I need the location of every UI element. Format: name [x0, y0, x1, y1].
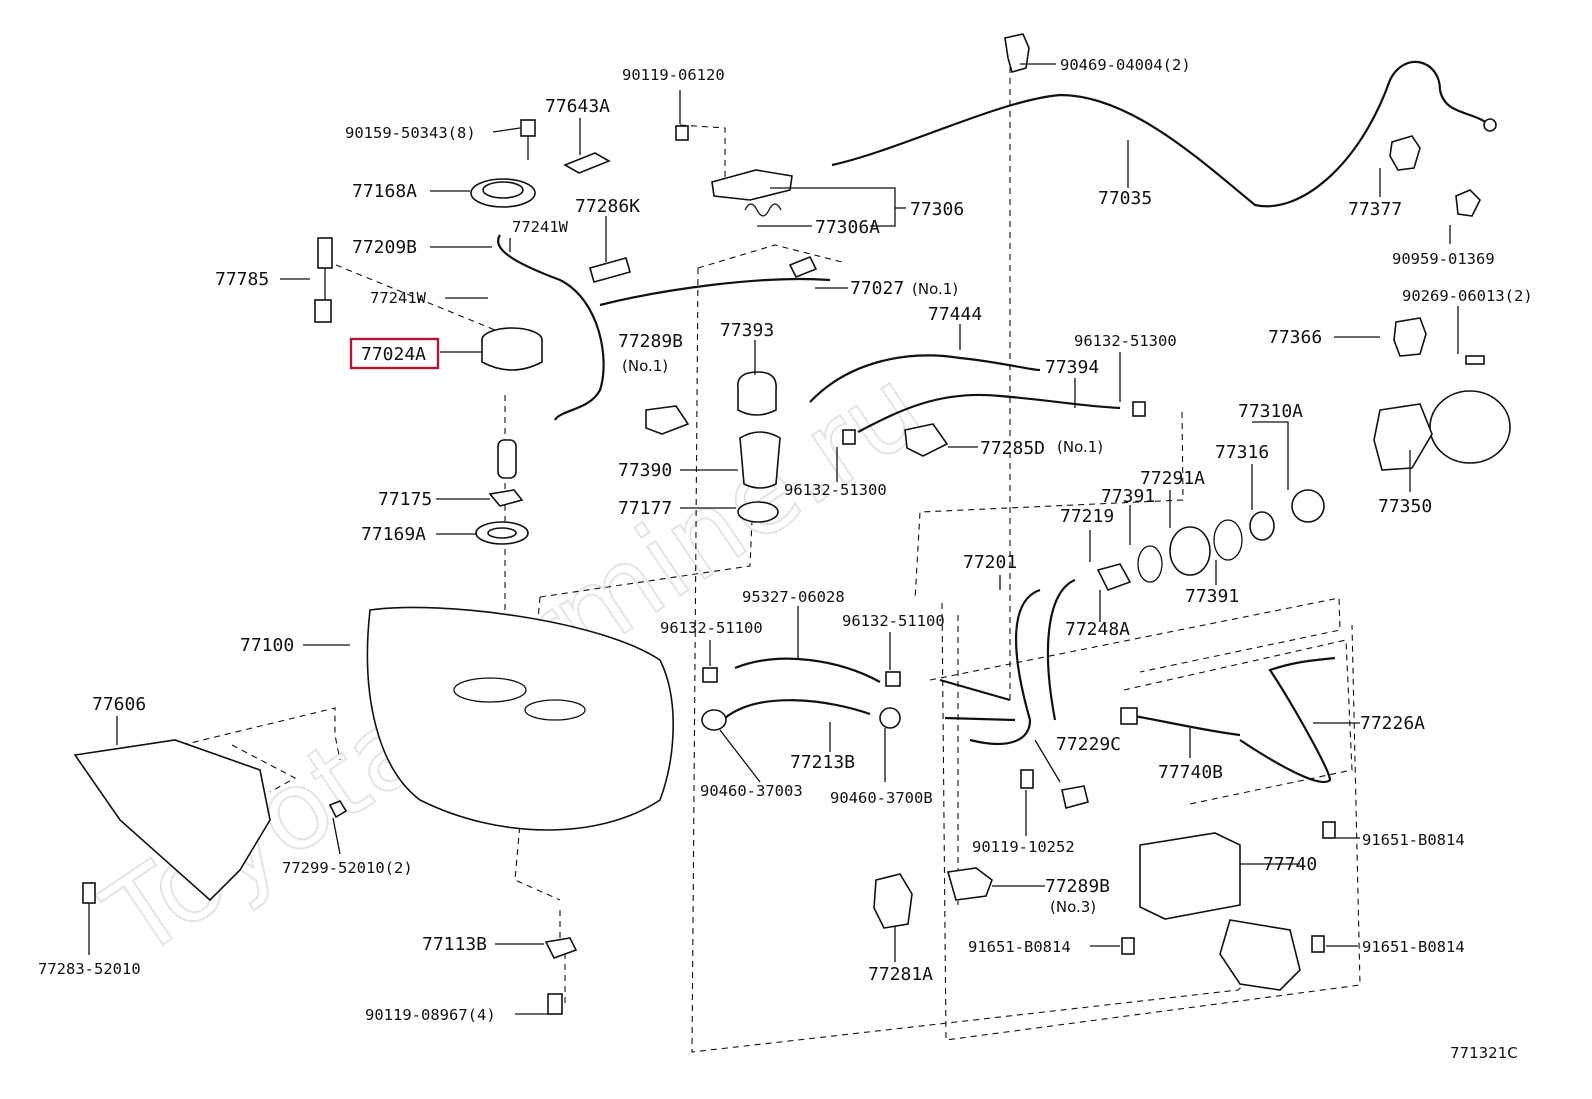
label-91651-B0814-b[interactable]: 91651-B0814 [968, 938, 1071, 956]
label-77226A[interactable]: 77226A [1360, 713, 1425, 734]
label-77444[interactable]: 77444 [928, 304, 982, 325]
label-77643A[interactable]: 77643A [545, 96, 610, 117]
label-90460-37003[interactable]: 90460-37003 [700, 782, 803, 800]
label-77310A[interactable]: 77310A [1238, 401, 1303, 422]
label-77024A[interactable]: 77024A [361, 344, 426, 365]
label-77289B-top-sub: (No.1) [622, 357, 668, 375]
label-77100[interactable]: 77100 [240, 635, 294, 656]
label-77393[interactable]: 77393 [720, 320, 774, 341]
label-90159-50343[interactable]: 90159-50343(8) [345, 124, 476, 142]
label-77281A[interactable]: 77281A [868, 964, 933, 985]
label-96132-51300[interactable]: 96132-51300 [784, 481, 887, 499]
label-77285D-sub: (No.1) [1057, 438, 1103, 456]
label-77248A[interactable]: 77248A [1065, 619, 1130, 640]
label-96132-51100-a[interactable]: 96132-51100 [660, 619, 763, 637]
label-77175[interactable]: 77175 [378, 489, 432, 510]
label-96132-51300-top[interactable]: 96132-51300 [1074, 332, 1177, 350]
label-95327-06028[interactable]: 95327-06028 [742, 588, 845, 606]
selected-part-highlight [349, 337, 440, 370]
label-90460-3700B[interactable]: 90460-3700B [830, 789, 933, 807]
label-77229C[interactable]: 77229C [1056, 734, 1121, 755]
label-77740[interactable]: 77740 [1263, 854, 1317, 875]
label-77241W[interactable]: 77241W [370, 289, 427, 307]
label-77366[interactable]: 77366 [1268, 327, 1322, 348]
leader-lines [88, 63, 1459, 1015]
diagram-code: 771321C [1450, 1044, 1518, 1062]
label-91651-B0814-a[interactable]: 91651-B0814 [1362, 831, 1465, 849]
label-90469-04004[interactable]: 90469-04004(2) [1060, 56, 1191, 74]
label-90959-01369[interactable]: 90959-01369 [1392, 250, 1495, 268]
label-77027[interactable]: 77027 [850, 278, 904, 299]
label-91651-B0814-c[interactable]: 91651-B0814 [1362, 938, 1465, 956]
label-77740B[interactable]: 77740B [1158, 762, 1223, 783]
label-96132-51100-b[interactable]: 96132-51100 [842, 612, 945, 630]
label-77391[interactable]: 77391 [1185, 586, 1239, 607]
label-77219[interactable]: 77219 [1060, 506, 1114, 527]
label-77209B[interactable]: 77209B [352, 237, 417, 258]
label-77606[interactable]: 77606 [92, 694, 146, 715]
label-77286K[interactable]: 77286K [575, 196, 640, 217]
label-77390[interactable]: 77390 [618, 460, 672, 481]
label-77283-52010[interactable]: 77283-52010 [38, 960, 141, 978]
label-77113B[interactable]: 77113B [422, 934, 487, 955]
part-labels: 90469-04004(2) 90119-06120 77643A 90159-… [38, 56, 1533, 1062]
label-77394[interactable]: 77394 [1045, 357, 1099, 378]
label-77291A[interactable]: 77291A [1140, 468, 1205, 489]
label-90269-06013[interactable]: 90269-06013(2) [1402, 287, 1533, 305]
label-77289B-sub: (No.3) [1050, 898, 1096, 916]
label-77027-sub: (No.1) [912, 280, 958, 298]
label-77169A[interactable]: 77169A [361, 524, 426, 545]
label-77391-top[interactable]: 77391 [1101, 486, 1155, 507]
label-77289B[interactable]: 77289B [1045, 876, 1110, 897]
label-77377[interactable]: 77377 [1348, 199, 1402, 220]
label-90119-10252[interactable]: 90119-10252 [972, 838, 1075, 856]
label-77213B[interactable]: 77213B [790, 752, 855, 773]
label-77177[interactable]: 77177 [618, 498, 672, 519]
label-77201[interactable]: 77201 [963, 552, 1017, 573]
label-77299-52010[interactable]: 77299-52010(2) [282, 859, 413, 877]
label-77289B-top[interactable]: 77289B [618, 331, 683, 352]
label-90119-06120[interactable]: 90119-06120 [622, 66, 725, 84]
label-77785[interactable]: 77785 [215, 269, 269, 290]
label-77350[interactable]: 77350 [1378, 496, 1432, 517]
label-77285D[interactable]: 77285D [980, 438, 1045, 459]
label-77306A[interactable]: 77306A [815, 217, 880, 238]
label-77316[interactable]: 77316 [1215, 442, 1269, 463]
label-77168A[interactable]: 77168A [352, 181, 417, 202]
label-77035[interactable]: 77035 [1098, 188, 1152, 209]
label-77306[interactable]: 77306 [910, 199, 964, 220]
label-90119-08967[interactable]: 90119-08967(4) [365, 1006, 496, 1024]
label-77241W-top[interactable]: 77241W [512, 218, 569, 236]
